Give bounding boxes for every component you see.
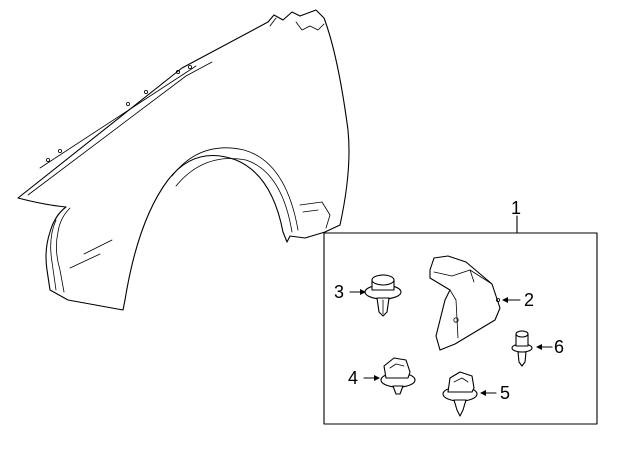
callout-3: 3 bbox=[334, 282, 344, 302]
callout-6: 6 bbox=[554, 337, 564, 357]
arrow-3-head bbox=[360, 289, 366, 295]
callout-2: 2 bbox=[524, 290, 534, 310]
part-4-retainer bbox=[380, 357, 416, 395]
part-6-small-clip bbox=[511, 330, 533, 367]
callout-4: 4 bbox=[348, 368, 358, 388]
flange-holes bbox=[46, 65, 192, 162]
arrow-2-head bbox=[502, 297, 508, 303]
part-3-push-clip bbox=[364, 274, 402, 317]
arrow-6-head bbox=[536, 344, 542, 350]
kit-box bbox=[323, 232, 598, 425]
callout-1: 1 bbox=[511, 198, 521, 218]
fender-panel bbox=[17, 9, 350, 311]
callout-5: 5 bbox=[500, 383, 510, 403]
part-5-retainer-clip bbox=[442, 371, 478, 417]
arrow-5-head bbox=[480, 390, 486, 396]
part-2-bracket bbox=[429, 255, 501, 351]
arrow-4-head bbox=[374, 375, 380, 381]
